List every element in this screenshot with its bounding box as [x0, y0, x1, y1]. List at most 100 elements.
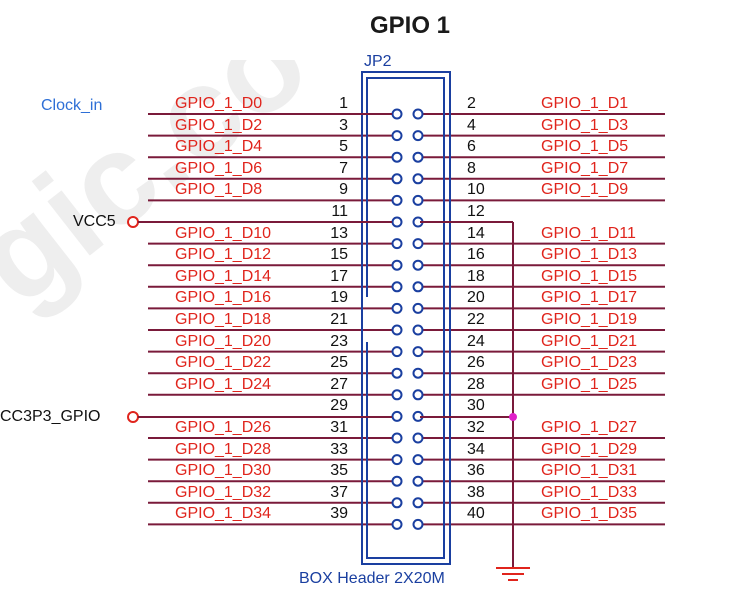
left-pin-signal: GPIO_1_D20	[175, 332, 272, 350]
left-pin-pad	[391, 497, 403, 509]
left-pin-number: 23	[330, 332, 348, 350]
left-pin-signal: GPIO_1_D24	[175, 375, 272, 393]
left-pin-signal: GPIO_1_D32	[175, 483, 272, 501]
junction-dot	[509, 413, 517, 421]
right-pin-signal: GPIO_1_D7	[541, 159, 629, 177]
right-pin-pad	[412, 302, 424, 314]
right-pin-pad	[412, 346, 424, 358]
left-pin-pad	[391, 281, 403, 293]
right-pin-signal: GPIO_1_D9	[541, 181, 629, 199]
left-pin-pad	[391, 259, 403, 271]
right-pin-signal: GPIO_1_D21	[541, 332, 638, 350]
right-pin-pad	[412, 194, 424, 206]
left-pin-signal: GPIO_1_D28	[175, 440, 272, 458]
right-pin-signal: GPIO_1_D15	[541, 267, 638, 285]
vcc3p3-port	[127, 411, 139, 423]
right-pin-pad	[412, 497, 424, 509]
left-pin-signal: GPIO_1_D26	[175, 419, 272, 436]
vcc5-port	[127, 216, 139, 228]
connector-ref: JP2	[364, 53, 392, 70]
left-pin-pad	[391, 324, 403, 336]
right-pin-signal: GPIO_1_D11	[541, 224, 636, 242]
right-pin-number: 12	[467, 203, 485, 220]
right-pin-number: 4	[467, 116, 476, 134]
left-pin-signal: GPIO_1_D30	[175, 462, 272, 480]
left-pin-signal: GPIO_1_D18	[175, 311, 272, 328]
header-outline	[361, 71, 451, 565]
right-pin-signal: GPIO_1_D27	[541, 419, 638, 436]
right-pin-number: 2	[467, 95, 476, 112]
left-pin-pad	[391, 346, 403, 358]
right-pin-pad	[412, 389, 424, 401]
right-pin-pad	[412, 454, 424, 466]
left-pin-signal: GPIO_1_D12	[175, 246, 272, 264]
right-pin-number: 26	[467, 354, 485, 372]
right-pin-signal: GPIO_1_D29	[541, 440, 638, 458]
left-pin-pad	[391, 108, 403, 120]
left-pin-number: 11	[331, 203, 348, 220]
left-pin-signal: GPIO_1_D34	[175, 505, 272, 523]
left-pin-number: 39	[330, 505, 348, 523]
left-pin-pad	[391, 410, 403, 422]
left-pin-pad	[391, 302, 403, 314]
left-pin-pad	[391, 475, 403, 487]
right-pin-pad	[412, 151, 424, 163]
left-pin-pad	[391, 389, 403, 401]
vcc3p3-label: CC3P3_GPIO	[0, 408, 101, 425]
left-pin-signal: GPIO_1_D10	[175, 224, 272, 242]
right-pin-number: 6	[467, 138, 476, 156]
left-pin-number: 29	[330, 397, 348, 415]
left-pin-signal: GPIO_1_D14	[175, 267, 272, 285]
ground-symbol	[496, 567, 530, 581]
right-pin-number: 36	[467, 462, 485, 480]
right-pin-signal: GPIO_1_D31	[541, 462, 638, 480]
left-pin-pad	[391, 518, 403, 530]
left-pin-number: 27	[330, 375, 348, 393]
right-pin-pad	[412, 108, 424, 120]
left-pin-number: 31	[330, 419, 348, 436]
right-pin-pad	[412, 475, 424, 487]
right-pin-pad	[412, 281, 424, 293]
left-pin-number: 25	[330, 354, 348, 372]
right-pin-number: 38	[467, 483, 485, 501]
left-pin-number: 33	[330, 440, 348, 458]
right-pin-number: 24	[467, 332, 485, 350]
left-pin-number: 19	[330, 289, 348, 307]
left-pin-number: 37	[330, 483, 348, 501]
left-pin-number: 5	[339, 138, 348, 156]
left-pin-pad	[391, 151, 403, 163]
right-pin-number: 30	[467, 397, 485, 415]
left-pin-number: 7	[339, 159, 348, 177]
left-pin-pad	[391, 130, 403, 142]
right-pin-number: 28	[467, 375, 485, 393]
right-pin-signal: GPIO_1_D33	[541, 483, 638, 501]
left-pin-signal: GPIO_1_D0	[175, 95, 263, 112]
left-pin-signal: GPIO_1_D22	[175, 354, 272, 372]
right-pin-signal: GPIO_1_D5	[541, 138, 629, 156]
right-pin-signal: GPIO_1_D3	[541, 116, 629, 134]
right-pin-pad	[412, 518, 424, 530]
right-pin-number: 32	[467, 419, 485, 436]
left-pin-signal: GPIO_1_D4	[175, 138, 263, 156]
right-pin-pad	[412, 324, 424, 336]
left-pin-number: 17	[330, 267, 348, 285]
left-pin-pad	[391, 432, 403, 444]
right-pin-number: 10	[467, 181, 485, 199]
left-pin-number: 3	[339, 116, 348, 134]
right-pin-number: 8	[467, 159, 476, 177]
left-pin-number: 13	[330, 224, 348, 242]
right-pin-signal: GPIO_1_D35	[541, 505, 638, 523]
right-pin-number: 14	[467, 224, 485, 242]
left-pin-pad	[391, 194, 403, 206]
left-pin-pad	[391, 216, 403, 228]
right-pin-number: 40	[467, 505, 485, 523]
right-pin-pad	[412, 173, 424, 185]
left-pin-pad	[391, 454, 403, 466]
right-pin-signal: GPIO_1_D1	[541, 95, 629, 112]
left-pin-signal: GPIO_1_D8	[175, 181, 263, 199]
right-pin-signal: GPIO_1_D19	[541, 311, 638, 328]
right-pin-number: 16	[467, 246, 485, 264]
right-pin-pad	[412, 367, 424, 379]
